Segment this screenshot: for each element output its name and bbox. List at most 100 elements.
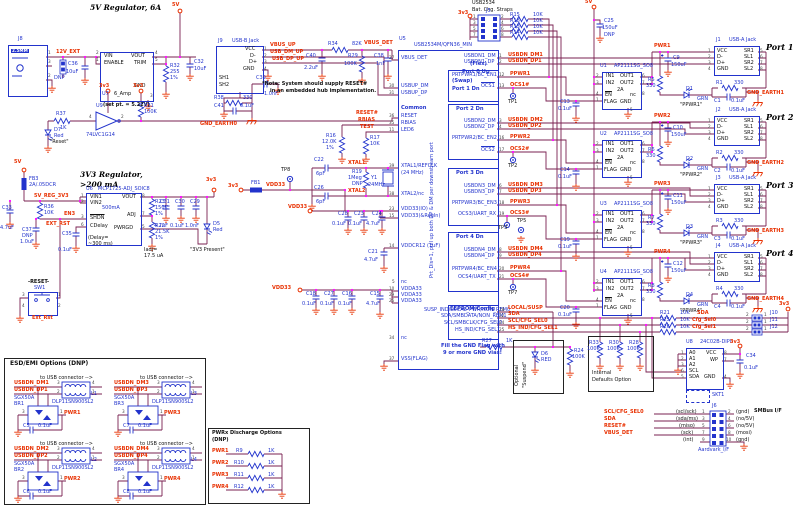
c25-val: 150uF [602, 25, 618, 31]
u5-ppwr4p: PRTPWR4/BC_EN4 [452, 266, 497, 272]
u3-nc: nc [630, 230, 636, 236]
u5-port1dn: Port 1 Dn [452, 86, 480, 92]
u7-n3: 3 [150, 93, 153, 98]
j2-p1: 1 [708, 118, 711, 123]
u6-part: MCP1725-ADJ_SOIC8 [98, 186, 150, 192]
esd4-b1: 1 [160, 475, 163, 480]
u1-ref: U1 [600, 63, 607, 69]
u2-in1: IN1 [606, 141, 615, 147]
u5-pn30: 30 [389, 83, 395, 88]
u8-p1: 1 [681, 350, 684, 355]
u5-qn17: 17 [499, 147, 505, 152]
esd4-l: L4 [191, 457, 197, 463]
hdr-p2: 2 [728, 409, 731, 414]
esd2-s: SGX50A [114, 395, 135, 401]
j1-vcc: VCC [717, 48, 728, 54]
j2-sr1: SR1 [744, 118, 754, 124]
u7-ref: U7 [102, 91, 109, 97]
d1-ref: D1 [686, 86, 694, 92]
tp8-label: TP8 [281, 167, 291, 173]
net-ppwr4: PPWR4 [510, 265, 531, 271]
r5-val: 330 [646, 83, 656, 89]
u1-p2: 2 [596, 73, 599, 78]
u4-p7: 7 [642, 286, 645, 291]
term-3v3-d: 3v3 [228, 183, 239, 189]
u5-pn5: 5 [392, 279, 395, 284]
j8-pin1: 1 [48, 50, 51, 55]
j5-n6: 6 [501, 26, 504, 31]
net-ppwr2: PPWR2 [510, 134, 531, 140]
u2-switch-box [602, 140, 642, 178]
u9-n4: 4 [89, 114, 92, 119]
tp2-label: TP2 [508, 163, 518, 169]
pwrx-title-2: (DNP) [212, 437, 229, 443]
j3-p6: 6 [760, 192, 763, 197]
esd2-br: BR3 [114, 401, 125, 407]
u5-pn11: 11 [389, 127, 395, 132]
fb1-ref: FB1 [251, 180, 261, 186]
esd1-pwr: PWR1 [64, 410, 81, 416]
c3-val: 0.1uF [731, 236, 745, 242]
r38-ref: R38 [214, 95, 224, 101]
u5-qn7: 7 [499, 189, 502, 194]
u7-vin: VIN [104, 53, 113, 59]
jumper-dnp: DNP [54, 75, 65, 81]
c33-val: 4.7uF [0, 225, 14, 231]
u6-regulator-box [86, 193, 142, 246]
u8-p8: 8 [724, 350, 727, 355]
net-cfg-sel1: Cfg_Sel1 [692, 324, 717, 330]
c32-ref: C32 [194, 59, 204, 65]
net-rbias: RBIAS [358, 117, 375, 123]
u3-p6: 6 [642, 211, 645, 216]
net-xtal2: XTAL2 [348, 188, 366, 194]
esd1-b3: 3 [22, 409, 25, 414]
y1-ref: Y1 [371, 175, 378, 181]
r32-tol: 1% [170, 75, 178, 81]
sw1-n1: 1 [58, 292, 61, 297]
c31-val: 4.7uF [154, 223, 168, 229]
u4-p4: 4 [596, 297, 599, 302]
aardvark: Aardvark_I/F [698, 447, 730, 453]
u5-port4-section [448, 232, 499, 292]
net-ppwr1: PPWR1 [510, 71, 531, 77]
d1-name: "PPWR1" [680, 102, 703, 108]
j2-dp: D+ [717, 130, 726, 136]
u3-ref: U3 [600, 201, 607, 207]
j9-sh2: SH2 [219, 82, 230, 88]
u5-pn37: 37 [389, 356, 395, 361]
esd4-pwr: PWR4 [164, 476, 181, 482]
u5-pn35: 35 [389, 120, 395, 125]
d1-color: GRN [697, 96, 709, 102]
term-3v3-f: 3v3 [779, 301, 790, 307]
r4-ref: R4 [716, 286, 723, 292]
hdr-gnd1: (gnd) [736, 409, 750, 415]
esd1-dm: USBDN_DM1 [14, 380, 49, 386]
u5-dn4dp: USBDN4_DP [464, 253, 495, 259]
c38-ref: C38 [374, 53, 384, 59]
esd2-dp: USBDN_DP3 [114, 387, 148, 393]
u5-nc2: nc [401, 335, 407, 341]
j3-dp: D+ [717, 198, 726, 204]
u4-p3: 3 [596, 286, 599, 291]
u5-xtal1: XTAL1/REFCLK [401, 163, 438, 169]
c23-ref: C23 [354, 211, 364, 217]
sw1-n3: 3 [22, 292, 25, 297]
r11-ref: R11 [234, 472, 244, 478]
c15-ref: C15 [370, 291, 380, 297]
j1-sl2: SL2 [744, 66, 754, 72]
r31-val: 100K [144, 109, 157, 115]
net-usbdn-dm1: USBDN_DM1 [508, 52, 543, 58]
j4-dm: D- [717, 260, 723, 266]
sw1-box [28, 292, 58, 316]
esd4-cv: 0.1uF [138, 489, 152, 495]
u6-n8: 8 [142, 193, 145, 198]
delay-note-1: (Delay= [88, 235, 109, 241]
u4-p8: 8 [642, 297, 645, 302]
hdr-net2: SDA [604, 416, 616, 422]
r6-ref: R6 [648, 147, 655, 153]
net-gnd-earth0: GND_EARTH0 [200, 121, 237, 127]
esd1-dp: USBDN_DP1 [14, 387, 48, 393]
j2-part: USB-A Jack [729, 107, 757, 113]
u8-part: 24C02B-DIP8 [700, 339, 733, 345]
net-vdd33-c: VDD33 [272, 285, 292, 291]
